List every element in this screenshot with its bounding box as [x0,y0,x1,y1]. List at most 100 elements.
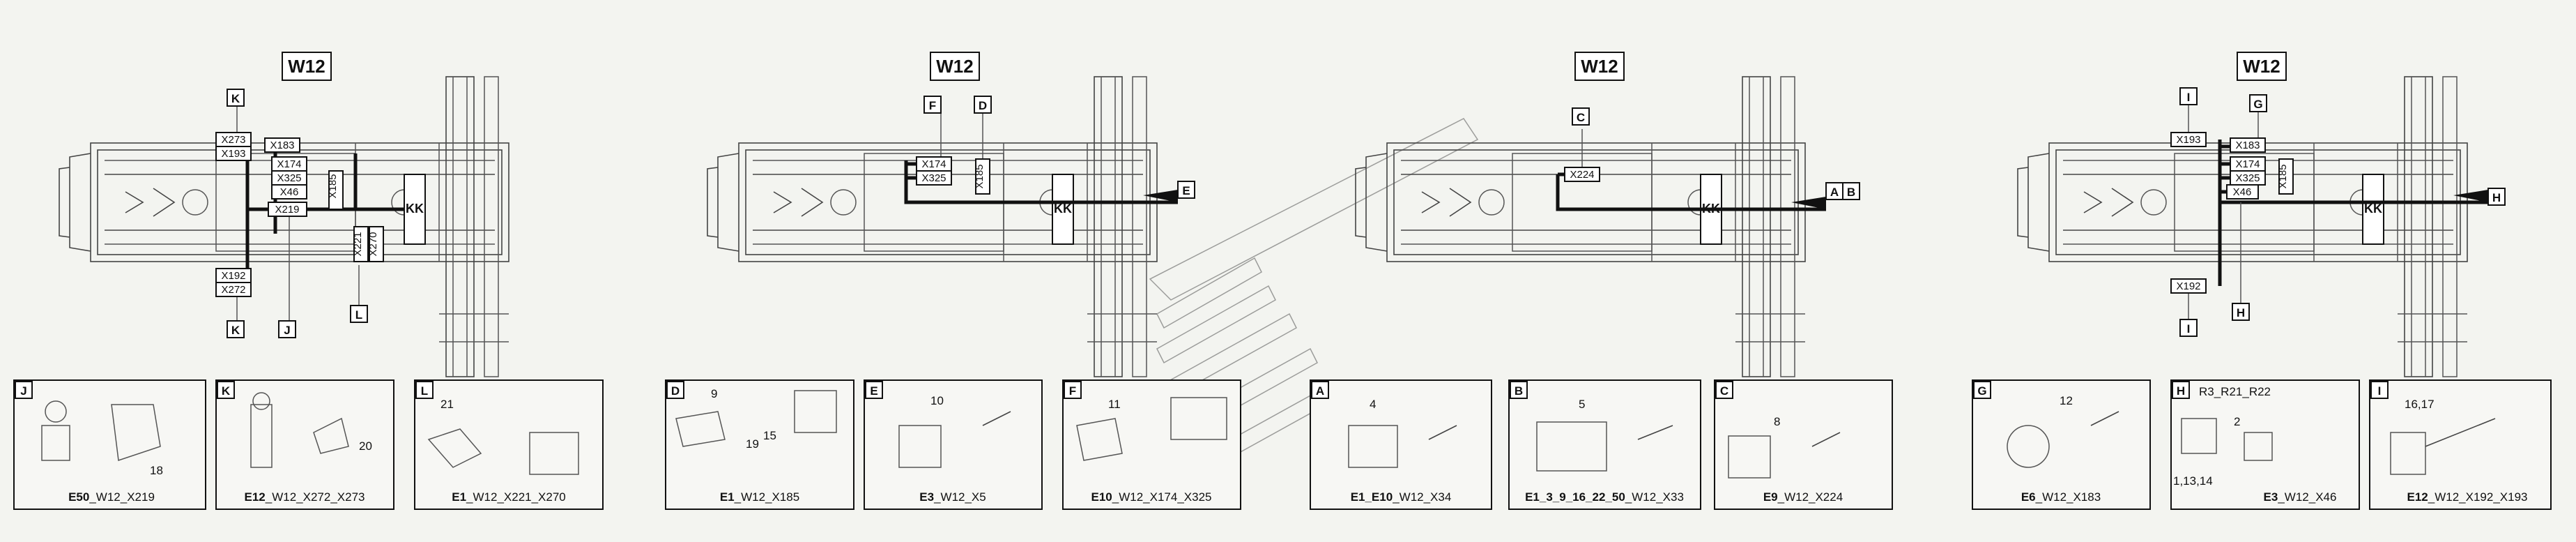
part-number: 19 [746,437,759,451]
connector-tag: X185 [327,174,339,198]
connector-tag: X192 [221,270,245,282]
connector-tag: X174 [921,158,946,170]
connector-tag: X325 [277,172,301,184]
part-number: 1,13,14 [2173,474,2213,488]
part-number: 16,17 [2405,398,2435,411]
view-4: W12 KK X193 X183 X174 X325 X46 X185 X192… [2017,52,2506,377]
view-title: W12 [1581,56,1618,77]
part-number: 20 [359,439,372,453]
connector-tag: X270 [367,232,379,256]
detail-letter: D [671,384,680,398]
detail-caption: E6_W12_X183 [2021,490,2101,504]
detail-caption: E50_W12_X219 [68,490,155,504]
view-title: W12 [2243,56,2280,77]
detail-letter: K [222,384,231,398]
connector-tag: X174 [2235,158,2260,170]
connector-tag: X183 [270,140,294,151]
detail-letter: L [421,384,428,398]
connector-tag: X185 [974,164,986,188]
marker: D [979,99,987,112]
marker: G [2253,98,2262,111]
detail-letter: B [1515,384,1523,398]
detail-panel-e: E 10 E3_W12_X5 [864,379,1043,510]
detail-caption: E12_W12_X272_X273 [245,490,365,504]
detail-caption: E3_W12_X46 [2264,490,2337,504]
connector-tag: X325 [921,172,946,184]
view-1: W12 KK X273 X193 X183 X174 X325 X46 X219… [59,52,509,377]
connector-tag: X273 [221,134,245,146]
part-number: 18 [150,464,163,477]
part-number: 11 [1108,398,1121,411]
part-number: 12 [2060,394,2073,407]
kk-box [404,174,426,245]
part-number: 8 [1774,415,1780,428]
view-3: W12 KK X224 C A B [1355,52,1860,377]
detail-letter: I [2378,384,2382,398]
detail-panel-k: K 20 E12_W12_X272_X273 [215,379,394,510]
part-number: 2 [2234,415,2240,428]
connector-tag: X46 [280,186,299,198]
marker: K [231,92,240,105]
detail-panels: J 18 E50_W12_X219 K 20 E12_W12_X272_X273… [13,379,2552,510]
detail-letter: E [870,384,877,398]
connector-tag: X272 [221,284,245,296]
detail-panel-g: G 12 E6_W12_X183 [1972,379,2151,510]
kk-label: KK [1054,202,1072,216]
detail-letter: C [1720,384,1728,398]
connector-tag: X193 [2176,134,2200,146]
marker: F [929,99,936,112]
detail-panel-b: B 5 E1_3_9_16_22_50_W12_X33 [1508,379,1701,510]
detail-caption: E1_3_9_16_22_50_W12_X33 [1525,490,1684,504]
marker: I [2187,322,2191,336]
detail-panel-j: J 18 E50_W12_X219 [13,379,206,510]
detail-panel-a: A 4 E1_E10_W12_X34 [1310,379,1492,510]
connector-tag: X224 [1570,169,1594,181]
detail-panel-h: H R3_R21_R22 2 1,13,14 E3_W12_X46 [2170,379,2360,510]
part-number: 21 [440,398,454,411]
marker: K [231,324,240,337]
marker: H [2492,191,2501,204]
detail-letter: F [1069,384,1076,398]
kk-label: KK [406,202,424,216]
detail-caption: E1_W12_X221_X270 [452,490,566,504]
connector-tag: X192 [2176,280,2200,292]
part-number: 10 [930,394,944,407]
detail-letter: J [20,384,26,398]
connector-tag: X219 [275,204,299,216]
detail-letter: A [1316,384,1324,398]
marker: H [2237,306,2245,319]
view-2: W12 KK X174 X325 X185 F D E [707,52,1195,377]
view-title: W12 [936,56,973,77]
detail-letter: G [1977,384,1986,398]
part-number: R3_R21_R22 [2199,385,2271,398]
connector-tag: X183 [2235,140,2260,151]
part-number: 5 [1579,398,1585,411]
marker: E [1182,184,1190,197]
connector-tag: X46 [2233,186,2252,198]
detail-panel-i: I 16,17 E12_W12_X192_X193 [2369,379,2552,510]
marker: B [1847,186,1855,199]
detail-panel-c: C 8 E9_W12_X224 [1714,379,1893,510]
connector-tag: X221 [352,232,364,256]
detail-caption: E1_W12_X185 [720,490,799,504]
part-number: 15 [763,429,776,442]
detail-letter: H [2177,384,2185,398]
marker: C [1577,111,1585,124]
part-number: 4 [1370,398,1376,411]
detail-caption: E9_W12_X224 [1763,490,1843,504]
connector-tag: X193 [221,148,245,160]
view-title: W12 [288,56,325,77]
connector-tag: X325 [2235,172,2260,184]
detail-panel-f: F 11 E10_W12_X174_X325 [1062,379,1241,510]
marker: L [355,308,362,322]
kk-label: KK [2364,202,2382,216]
detail-panel-d: D 9 19 15 E1_W12_X185 [665,379,854,510]
connector-tag: X185 [2277,164,2289,188]
marker: A [1830,186,1839,199]
view-title-box [282,52,332,81]
marker: I [2187,91,2191,104]
marker: J [284,324,290,337]
detail-caption: E1_E10_W12_X34 [1351,490,1452,504]
part-number: 9 [711,387,717,400]
